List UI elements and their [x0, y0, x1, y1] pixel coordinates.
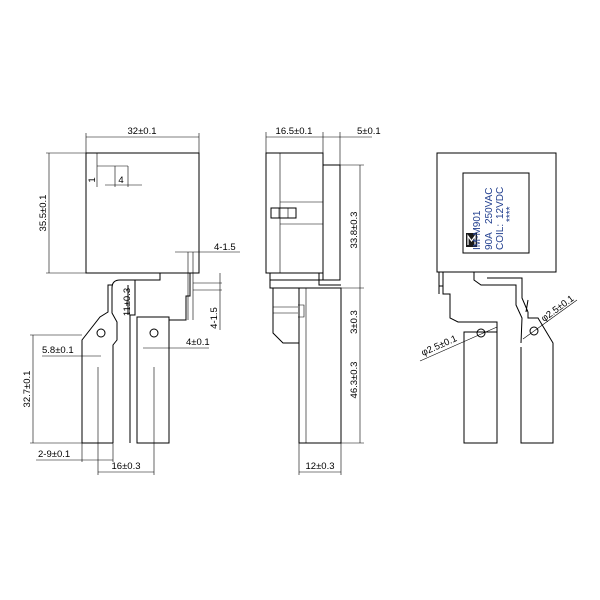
slot-dim-upper: 4-1.5	[214, 242, 236, 253]
right-terminal-blade	[136, 316, 170, 444]
terminal-spacing-dim: 16±0.3	[112, 461, 141, 472]
rear-left-terminal	[463, 331, 498, 444]
left-terminal-blade	[81, 284, 113, 444]
terminal-length-dim: 46.3±0.3	[349, 362, 360, 399]
gap-dim: 3±0.3	[349, 310, 360, 334]
hole-offset-right: 4±0.1	[186, 337, 210, 348]
logo	[466, 233, 477, 247]
side-body	[265, 152, 324, 274]
slot-dim-side: 4-1.5	[209, 307, 220, 329]
rear-left-hole	[476, 328, 486, 338]
detail-height-dim: 1	[87, 177, 98, 182]
side-terminal	[298, 287, 342, 444]
model-text: IM-M901	[472, 210, 483, 250]
coil-voltage: 12VDC	[495, 187, 506, 219]
right-terminal-frame	[168, 273, 191, 321]
side-rail	[322, 164, 341, 281]
depth-dim: 16.5±0.1	[276, 126, 313, 137]
left-hole	[96, 328, 106, 338]
hole-dim-right: φ2.5±0.1	[539, 293, 576, 324]
current-text: 90A	[484, 232, 495, 250]
terminal-width-dim: 12±0.3	[306, 461, 335, 472]
hole-offset-left: 5.8±0.1	[42, 345, 74, 356]
neck-dim: 11±0.3	[122, 288, 133, 316]
right-hole	[149, 328, 159, 338]
left-terminal-frame	[111, 273, 161, 443]
product-label	[462, 172, 530, 254]
body-height-dim: 33.8±0.3	[349, 212, 360, 249]
neck	[127, 280, 136, 443]
side-view: 16.5±0.1 5±0.1 33.8±0.3 3±0.3 46.3±0.3 1…	[265, 126, 381, 475]
voltage-text: 250VAC	[484, 187, 495, 224]
front-body	[85, 152, 200, 274]
terminal-length-dim: 32.7±0.1	[22, 371, 33, 408]
coil-label: COIL:	[495, 224, 506, 250]
width-dim: 32±0.1	[128, 126, 157, 137]
code-text: ****	[505, 206, 516, 222]
rail-dim: 5±0.1	[357, 126, 381, 137]
rear-body	[436, 152, 557, 273]
rear-view: IM-M901 90A 250VAC COIL: 12VDC **** φ2.5…	[420, 152, 578, 444]
side-window	[270, 207, 297, 219]
height-dim: 35.5±0.1	[38, 195, 49, 232]
rear-right-hole	[529, 326, 539, 336]
front-view: 32±0.1 35.5±0.1 4 1 4-1.5 4-1.5 11±0.3 5…	[22, 126, 240, 475]
detail-width-dim: 4	[118, 175, 123, 186]
rear-right-terminal	[520, 312, 554, 444]
hole-dim-left: φ2.5±0.1	[420, 333, 459, 358]
terminal-thickness-dim: 2-9±0.1	[38, 449, 70, 460]
